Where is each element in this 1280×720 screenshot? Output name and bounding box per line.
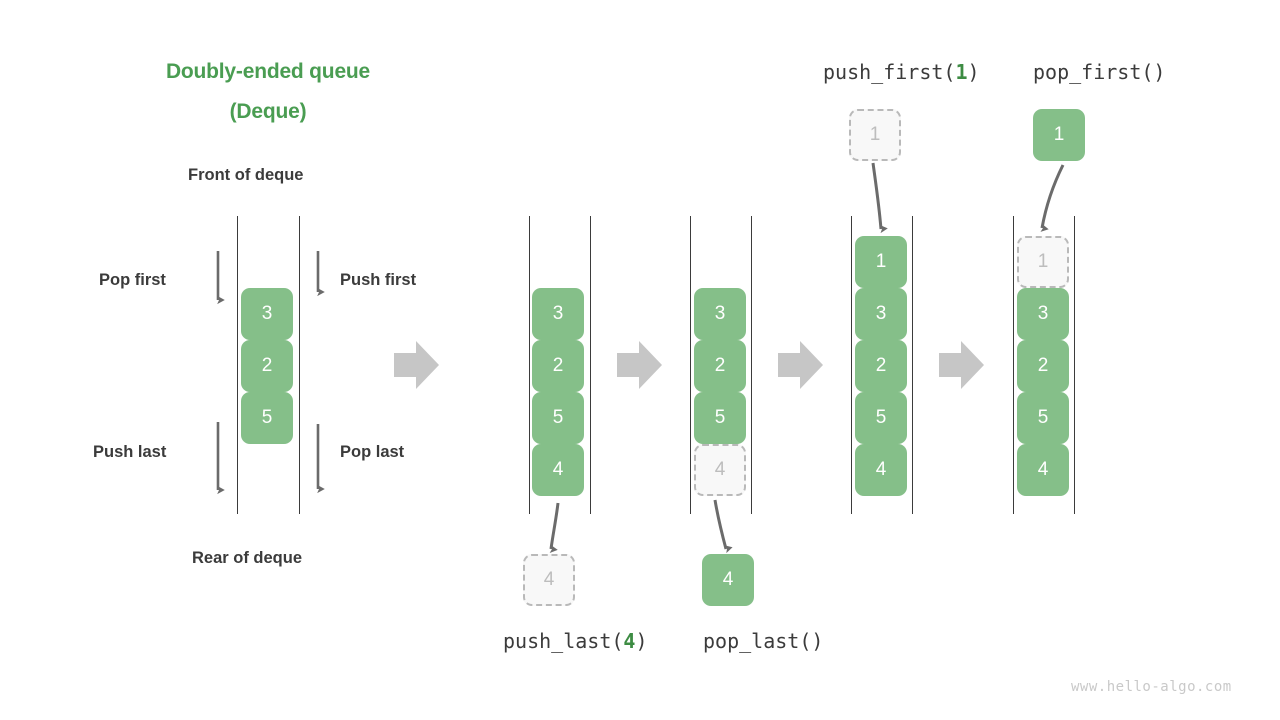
push-last-code-name: push_last(	[503, 629, 624, 653]
diagram-title-line2: (Deque)	[229, 100, 307, 123]
deque-rail-right	[589, 216, 592, 514]
push-last-flow-arrow-icon	[549, 502, 560, 553]
deque-cell: 5	[241, 392, 293, 444]
flow-arrow-icon	[617, 341, 662, 389]
deque-cell: 3	[241, 288, 293, 340]
pop-last-outgoing-cell: 4	[702, 554, 754, 606]
deque-cell: 5	[855, 392, 907, 444]
deque-rail-right	[1073, 216, 1076, 514]
deque-rail-left	[850, 216, 853, 514]
push-last-label: Push last	[93, 443, 167, 461]
deque-cell: 3	[532, 288, 584, 340]
flow-arrow-icon	[939, 341, 984, 389]
diagram-title-line1: Doubly-ended queue	[165, 60, 371, 83]
push-first-code-name: push_first(	[823, 60, 956, 84]
deque-cell: 3	[694, 288, 746, 340]
push-last-code-label: push_last(4)	[503, 629, 648, 653]
push-last-incoming-cell: 4	[523, 554, 575, 606]
front-of-deque-label: Front of deque	[188, 166, 304, 184]
deque-cell: 4	[532, 444, 584, 496]
pop-first-flow-arrow-icon	[1040, 164, 1065, 232]
flow-arrow-icon	[394, 341, 439, 389]
deque-cell: 1	[855, 236, 907, 288]
deque-cell: 5	[1017, 392, 1069, 444]
push-last-code-close: )	[635, 629, 648, 653]
deque-rail-left	[689, 216, 692, 514]
deque-cell: 3	[855, 288, 907, 340]
deque-cell: 3	[1017, 288, 1069, 340]
push-first-label: Push first	[340, 271, 417, 289]
deque-rail-left	[528, 216, 531, 514]
deque-cell: 2	[694, 340, 746, 392]
deque-cell: 2	[1017, 340, 1069, 392]
deque-rail-left	[236, 216, 239, 514]
pop-first-label: Pop first	[99, 271, 166, 289]
push-first-code-arg: 1	[955, 60, 968, 84]
push-last-code-arg: 4	[623, 629, 636, 653]
deque-cell: 5	[694, 392, 746, 444]
push-first-flow-arrow-icon	[871, 162, 888, 234]
push-first-code-label: push_first(1)	[823, 60, 980, 84]
deque-cell-removed: 4	[694, 444, 746, 496]
deque-cell: 2	[532, 340, 584, 392]
deque-cell: 4	[855, 444, 907, 496]
deque-rail-right	[750, 216, 753, 514]
rear-of-deque-label: Rear of deque	[192, 549, 303, 567]
pop-last-code-label: pop_last()	[703, 629, 824, 653]
pop-first-code-label: pop_first()	[1033, 60, 1166, 84]
deque-cell: 5	[532, 392, 584, 444]
deque-cell-removed: 1	[1017, 236, 1069, 288]
deque-rail-left	[1012, 216, 1015, 514]
pop-last-label: Pop last	[340, 443, 405, 461]
pop-first-outgoing-cell: 1	[1033, 109, 1085, 161]
deque-cell: 2	[241, 340, 293, 392]
push-first-incoming-cell: 1	[849, 109, 901, 161]
push-first-code-close: )	[967, 60, 980, 84]
deque-rail-right	[911, 216, 914, 514]
deque-cell: 2	[855, 340, 907, 392]
pop-last-flow-arrow-icon	[713, 499, 733, 554]
watermark: www.hello-algo.com	[1071, 679, 1232, 695]
deque-rail-right	[298, 216, 301, 514]
flow-arrow-icon	[778, 341, 823, 389]
deque-cell: 4	[1017, 444, 1069, 496]
